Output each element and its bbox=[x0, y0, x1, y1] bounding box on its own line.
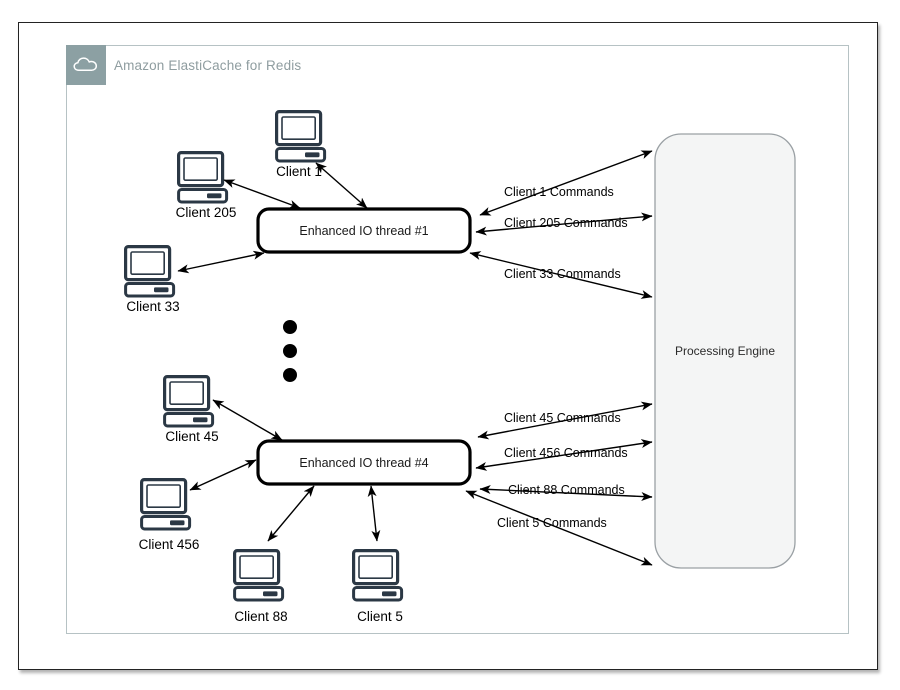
arrow-client-45-thread-4 bbox=[212, 399, 283, 441]
flow-label-client-1-commands: Client 1 Commands bbox=[504, 185, 614, 199]
client-label-client-456: Client 456 bbox=[139, 537, 200, 552]
flow-client-1-commands bbox=[479, 150, 653, 216]
arrow-client-33-thread-1 bbox=[177, 250, 265, 274]
group-title: Amazon ElastiCache for Redis bbox=[114, 58, 302, 73]
flow-client-45-commands bbox=[477, 401, 653, 440]
enhanced-io-thread-1-label: Enhanced IO thread #1 bbox=[299, 224, 428, 238]
client-label-client-45: Client 45 bbox=[165, 429, 218, 444]
enhanced-io-thread-1-node[interactable]: Enhanced IO thread #1 bbox=[256, 207, 472, 254]
flow-label-client-205-commands: Client 205 Commands bbox=[504, 216, 628, 230]
client-icon-client-88[interactable] bbox=[233, 548, 285, 602]
client-icon-client-33[interactable] bbox=[123, 245, 176, 298]
arrow-client-205-thread-1 bbox=[223, 179, 301, 209]
cloud-icon bbox=[66, 45, 106, 85]
flow-label-client-5-commands: Client 5 Commands bbox=[497, 516, 607, 530]
enhanced-io-thread-4-label: Enhanced IO thread #4 bbox=[299, 456, 428, 470]
processing-engine-node[interactable]: Processing Engine bbox=[654, 133, 796, 569]
processing-engine-label: Processing Engine bbox=[675, 344, 775, 358]
client-icon-client-205[interactable] bbox=[177, 151, 229, 204]
client-icon-client-5[interactable] bbox=[352, 548, 404, 602]
arrow-client-1-thread-1 bbox=[315, 162, 368, 209]
arrow-client-456-thread-4 bbox=[189, 459, 257, 491]
client-icon-client-45[interactable] bbox=[163, 375, 215, 428]
enhanced-io-thread-4-node[interactable]: Enhanced IO thread #4 bbox=[256, 439, 472, 486]
flow-label-client-33-commands: Client 33 Commands bbox=[504, 267, 621, 281]
arrow-client-88-thread-4 bbox=[267, 485, 315, 542]
flow-label-client-88-commands: Client 88 Commands bbox=[508, 483, 625, 497]
flow-label-client-456-commands: Client 456 Commands bbox=[504, 446, 628, 460]
client-label-client-88: Client 88 bbox=[234, 609, 287, 624]
flow-client-205-commands bbox=[475, 212, 653, 236]
arrow-client-5-thread-4 bbox=[367, 485, 381, 542]
flow-label-client-45-commands: Client 45 Commands bbox=[504, 411, 621, 425]
client-label-client-1: Client 1 bbox=[276, 164, 322, 179]
client-icon-client-1[interactable] bbox=[275, 109, 327, 163]
client-label-client-5: Client 5 bbox=[357, 609, 403, 624]
client-icon-client-456[interactable] bbox=[140, 478, 192, 531]
flow-client-456-commands bbox=[475, 439, 653, 471]
client-label-client-33: Client 33 bbox=[126, 299, 179, 314]
flow-client-5-commands bbox=[465, 490, 653, 566]
flow-client-33-commands bbox=[469, 251, 653, 299]
ellipsis-more-threads bbox=[283, 320, 297, 382]
client-label-client-205: Client 205 bbox=[176, 205, 237, 220]
